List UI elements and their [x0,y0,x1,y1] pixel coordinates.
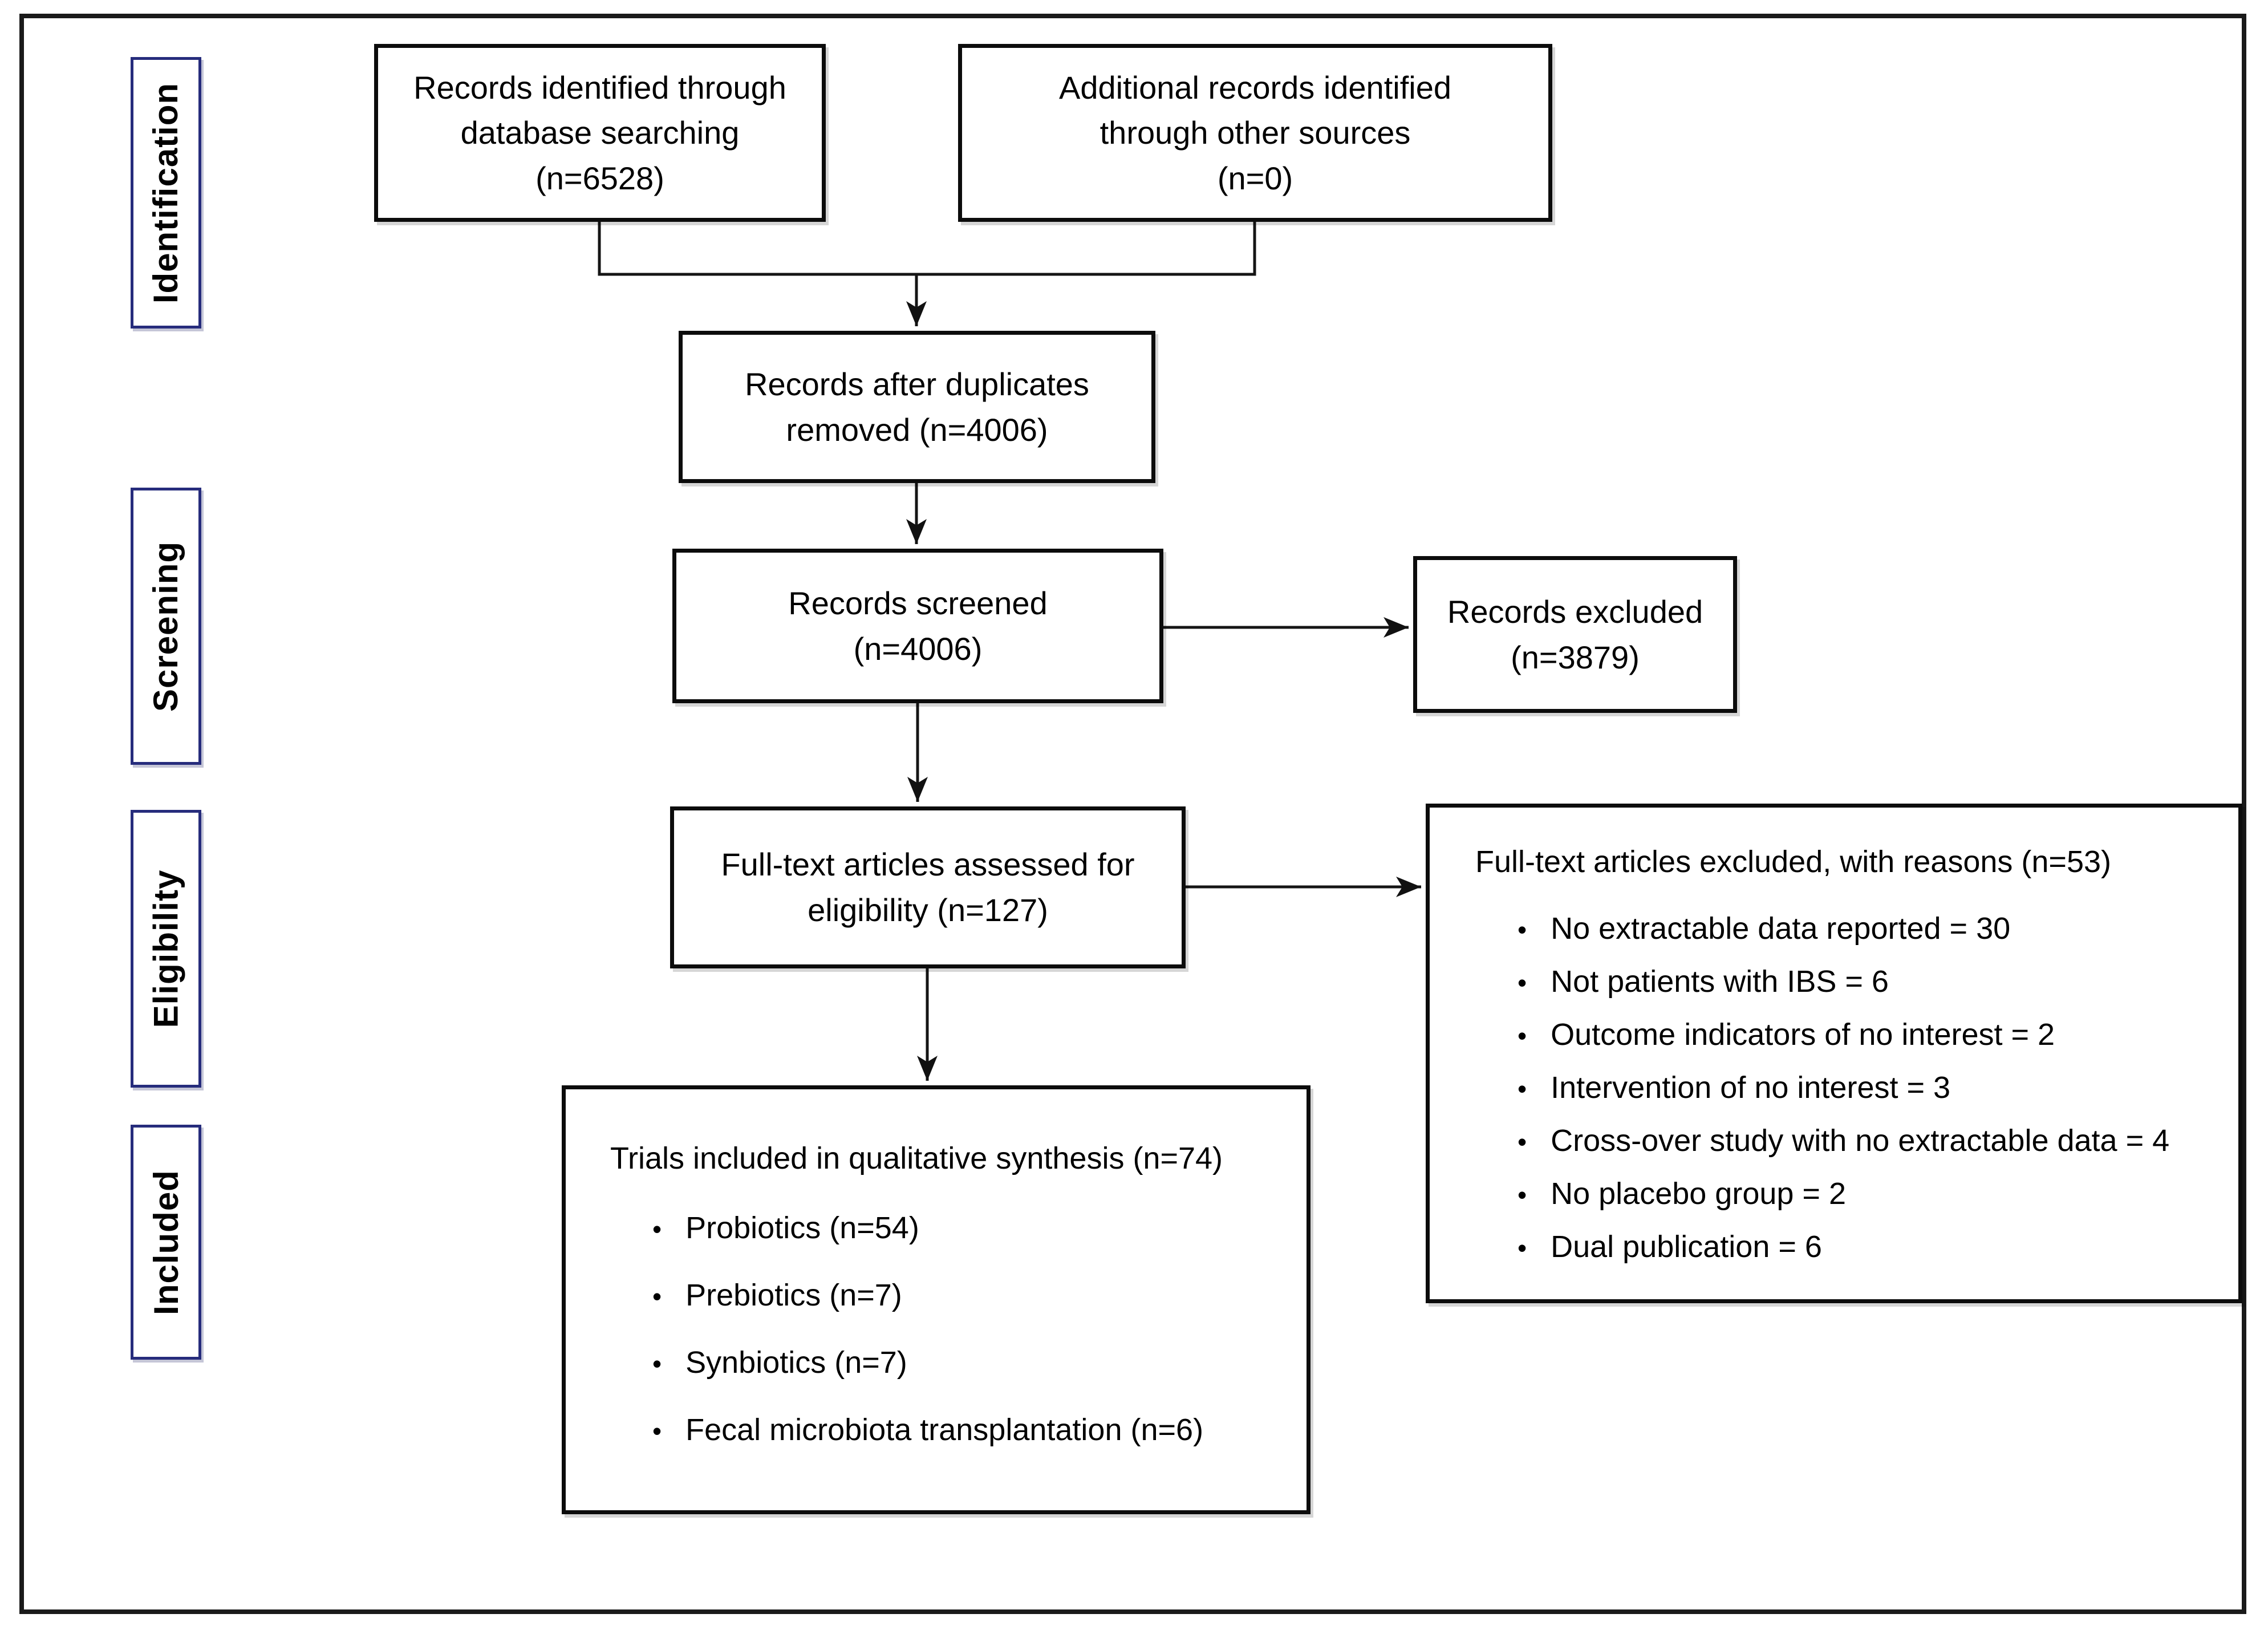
box-additional-records: Additional records identified through ot… [958,44,1552,222]
box-records-screened-line1: Records screened [788,585,1048,621]
list-item: • Prebiotics (n=7) [652,1276,1203,1315]
list-item: • Intervention of no interest = 3 [1518,1069,2169,1107]
figure-frame [19,14,2246,1614]
list-item: • Cross-over study with no extractable d… [1518,1122,2169,1160]
trial-category-text: Fecal microbiota transplantation (n=6) [685,1412,1204,1447]
bullet-icon: • [652,1416,662,1446]
box-fulltext-assessed: Full-text articles assessed for eligibil… [670,806,1186,968]
stage-label-identification: Identification [131,57,201,329]
reason-text: No extractable data reported = 30 [1551,911,2011,946]
trial-category-text: Prebiotics (n=7) [685,1278,902,1312]
list-item: • Outcome indicators of no interest = 2 [1518,1016,2169,1054]
box-duplicates-removed: Records after duplicates removed (n=4006… [679,331,1155,483]
reason-text: No placebo group = 2 [1551,1176,1846,1211]
connector-merge-top [598,221,1256,276]
trials-included-list: • Probiotics (n=54) • Prebiotics (n=7) •… [610,1209,1203,1478]
trial-category-text: Probiotics (n=54) [685,1210,919,1245]
list-item: • Probiotics (n=54) [652,1209,1203,1247]
bullet-icon: • [1518,914,1527,944]
box-trials-included: Trials included in qualitative synthesis… [562,1085,1311,1514]
box-duplicates-removed-line1: Records after duplicates [745,366,1089,402]
box-duplicates-removed-line2: removed (n=4006) [786,411,1048,448]
list-item: • No extractable data reported = 30 [1518,910,2169,948]
reason-text: Intervention of no interest = 3 [1551,1070,1951,1105]
stage-label-eligibility: Eligibility [131,810,201,1088]
stage-label-screening-text: Screening [147,541,185,712]
bullet-icon: • [1518,1179,1527,1210]
box-records-identified-line3: (n=6528) [535,160,664,196]
stage-label-eligibility-text: Eligibility [147,869,185,1028]
bullet-icon: • [1518,1020,1527,1051]
bullet-icon: • [1518,1232,1527,1263]
list-item: • Not patients with IBS = 6 [1518,963,2169,1001]
box-trials-included-title: Trials included in qualitative synthesis… [610,1141,1223,1175]
fulltext-excluded-reason-list: • No extractable data reported = 30 • No… [1475,910,2169,1281]
box-records-screened: Records screened (n=4006) [672,549,1163,703]
stage-label-screening: Screening [131,488,201,765]
box-fulltext-excluded-title: Full-text articles excluded, with reason… [1475,845,2111,879]
box-fulltext-assessed-line1: Full-text articles assessed for [721,846,1135,883]
box-additional-records-line1: Additional records identified [1059,69,1451,106]
box-fulltext-excluded: Full-text articles excluded, with reason… [1426,804,2242,1303]
reason-text: Dual publication = 6 [1551,1229,1822,1264]
bullet-icon: • [1518,1073,1527,1104]
stage-label-identification-text: Identification [147,82,185,303]
box-records-identified-line2: database searching [460,115,740,151]
stage-label-included-text: Included [147,1169,185,1315]
box-records-excluded-line2: (n=3879) [1511,639,1640,675]
reason-text: Not patients with IBS = 6 [1551,964,1889,999]
box-records-identified-line1: Records identified through [413,69,786,106]
reason-text: Outcome indicators of no interest = 2 [1551,1017,2055,1052]
box-records-identified: Records identified through database sear… [374,44,826,222]
bullet-icon: • [652,1214,662,1244]
box-additional-records-line3: (n=0) [1217,160,1293,196]
bullet-icon: • [1518,967,1527,998]
stage-label-included: Included [131,1125,201,1360]
list-item: • Synbiotics (n=7) [652,1344,1203,1382]
box-fulltext-assessed-line2: eligibility (n=127) [808,892,1048,928]
box-records-screened-line2: (n=4006) [853,630,983,667]
box-records-excluded-line1: Records excluded [1447,593,1703,630]
bullet-icon: • [1518,1126,1527,1157]
reason-text: Cross-over study with no extractable dat… [1551,1123,2170,1158]
list-item: • Fecal microbiota transplantation (n=6) [652,1411,1203,1449]
list-item: • Dual publication = 6 [1518,1228,2169,1266]
box-additional-records-line2: through other sources [1099,115,1411,151]
bullet-icon: • [652,1281,662,1311]
trial-category-text: Synbiotics (n=7) [685,1345,907,1380]
list-item: • No placebo group = 2 [1518,1175,2169,1213]
box-records-excluded: Records excluded (n=3879) [1413,556,1737,713]
bullet-icon: • [652,1348,662,1378]
